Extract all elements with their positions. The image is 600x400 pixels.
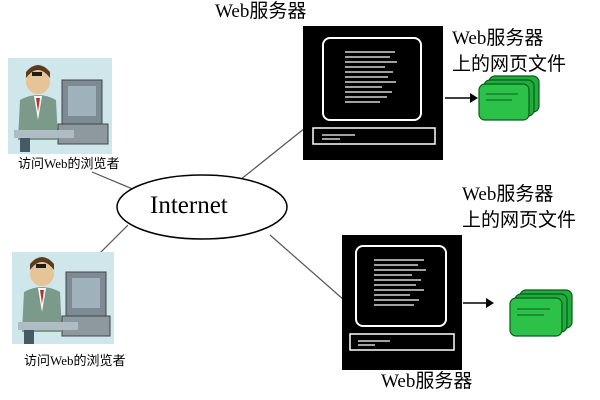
browser-user-top-caption: 访问Web的浏览者 (18, 156, 120, 171)
server-bottom-files-label: Web服务器 上的网页文件 (462, 182, 576, 233)
internet-label: Internet (150, 192, 228, 219)
server-bottom-files-line1: Web服务器 (462, 184, 554, 205)
server-bottom (342, 235, 462, 370)
line-internet-to-server-bottom (269, 234, 345, 301)
server-bottom-label: Web服务器 (381, 371, 473, 392)
person-at-computer-icon-top (8, 58, 112, 154)
web-page-files-icon-bottom (509, 289, 573, 337)
line-user-top-to-internet (91, 171, 136, 191)
internet-cloud (116, 174, 288, 240)
server-top-files-line1: Web服务器 (452, 28, 544, 49)
server-top (303, 26, 443, 160)
server-top-files-line2: 上的网页文件 (452, 53, 567, 75)
server-top-files-label: Web服务器 上的网页文件 (452, 26, 566, 77)
arrow-server-bottom-to-files (463, 298, 494, 308)
web-page-files-icon-top (478, 75, 540, 121)
server-top-label: Web服务器 (215, 1, 307, 22)
arrow-server-top-to-files (445, 93, 478, 103)
person-at-computer-icon-bottom (12, 252, 114, 344)
browser-user-bottom-caption: 访问Web的浏览者 (24, 353, 126, 368)
server-bottom-files-line2: 上的网页文件 (462, 209, 577, 231)
line-internet-to-server-top (239, 127, 306, 181)
